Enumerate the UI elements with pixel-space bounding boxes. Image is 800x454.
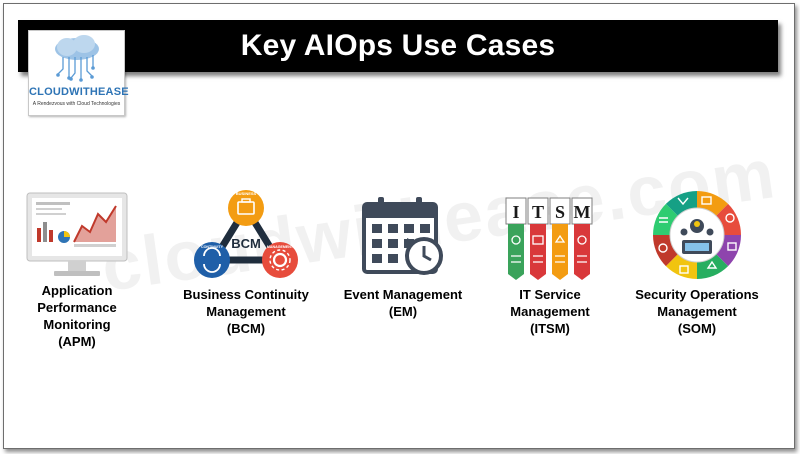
bcm-management-text: MANAGEMENT: [267, 245, 294, 249]
use-case-label-itsm: IT Service Management (ITSM): [510, 287, 590, 336]
slide-frame: Key AIOps Use Cases CLOUDWITHEASE A Rend…: [3, 3, 795, 449]
use-case-label-em: Event Management (EM): [343, 287, 463, 319]
bcm-cycle-icon: BCM BUSINESS CONTINUITY MANAGEMENT: [194, 190, 298, 278]
bcm-continuity-text: CONTINUITY: [201, 245, 224, 249]
page-title: Key AIOps Use Cases: [240, 29, 556, 62]
bcm-business-text: BUSINESS: [236, 191, 257, 196]
itsm-letter-s: S: [555, 202, 565, 222]
itsm-letter-i: I: [512, 202, 519, 222]
calendar-clock-icon: [362, 197, 443, 275]
logo-name: CLOUDWITHEASE: [29, 86, 129, 98]
logo-tagline: A Rendezvous with Cloud Technologies: [32, 101, 121, 107]
itsm-letter-m: M: [574, 202, 591, 222]
bcm-center-text: BCM: [231, 236, 261, 251]
monitor-chart-icon: [26, 192, 128, 276]
cloud-circuit-icon: [55, 35, 99, 82]
title-banner: Key AIOps Use Cases: [18, 20, 778, 72]
use-case-label-apm: Application Performance Monitoring (APM): [37, 283, 117, 349]
use-case-label-som: Security Operations Management (SOM): [635, 287, 759, 336]
use-case-label-bcm: Business Continuity Management (BCM): [183, 287, 309, 336]
itsm-blocks-icon: I T S M: [505, 197, 593, 280]
cloudwithease-logo: CLOUDWITHEASE A Rendezvous with Cloud Te…: [28, 30, 129, 116]
security-wheel-icon: [653, 191, 741, 279]
itsm-letter-t: T: [532, 202, 544, 222]
